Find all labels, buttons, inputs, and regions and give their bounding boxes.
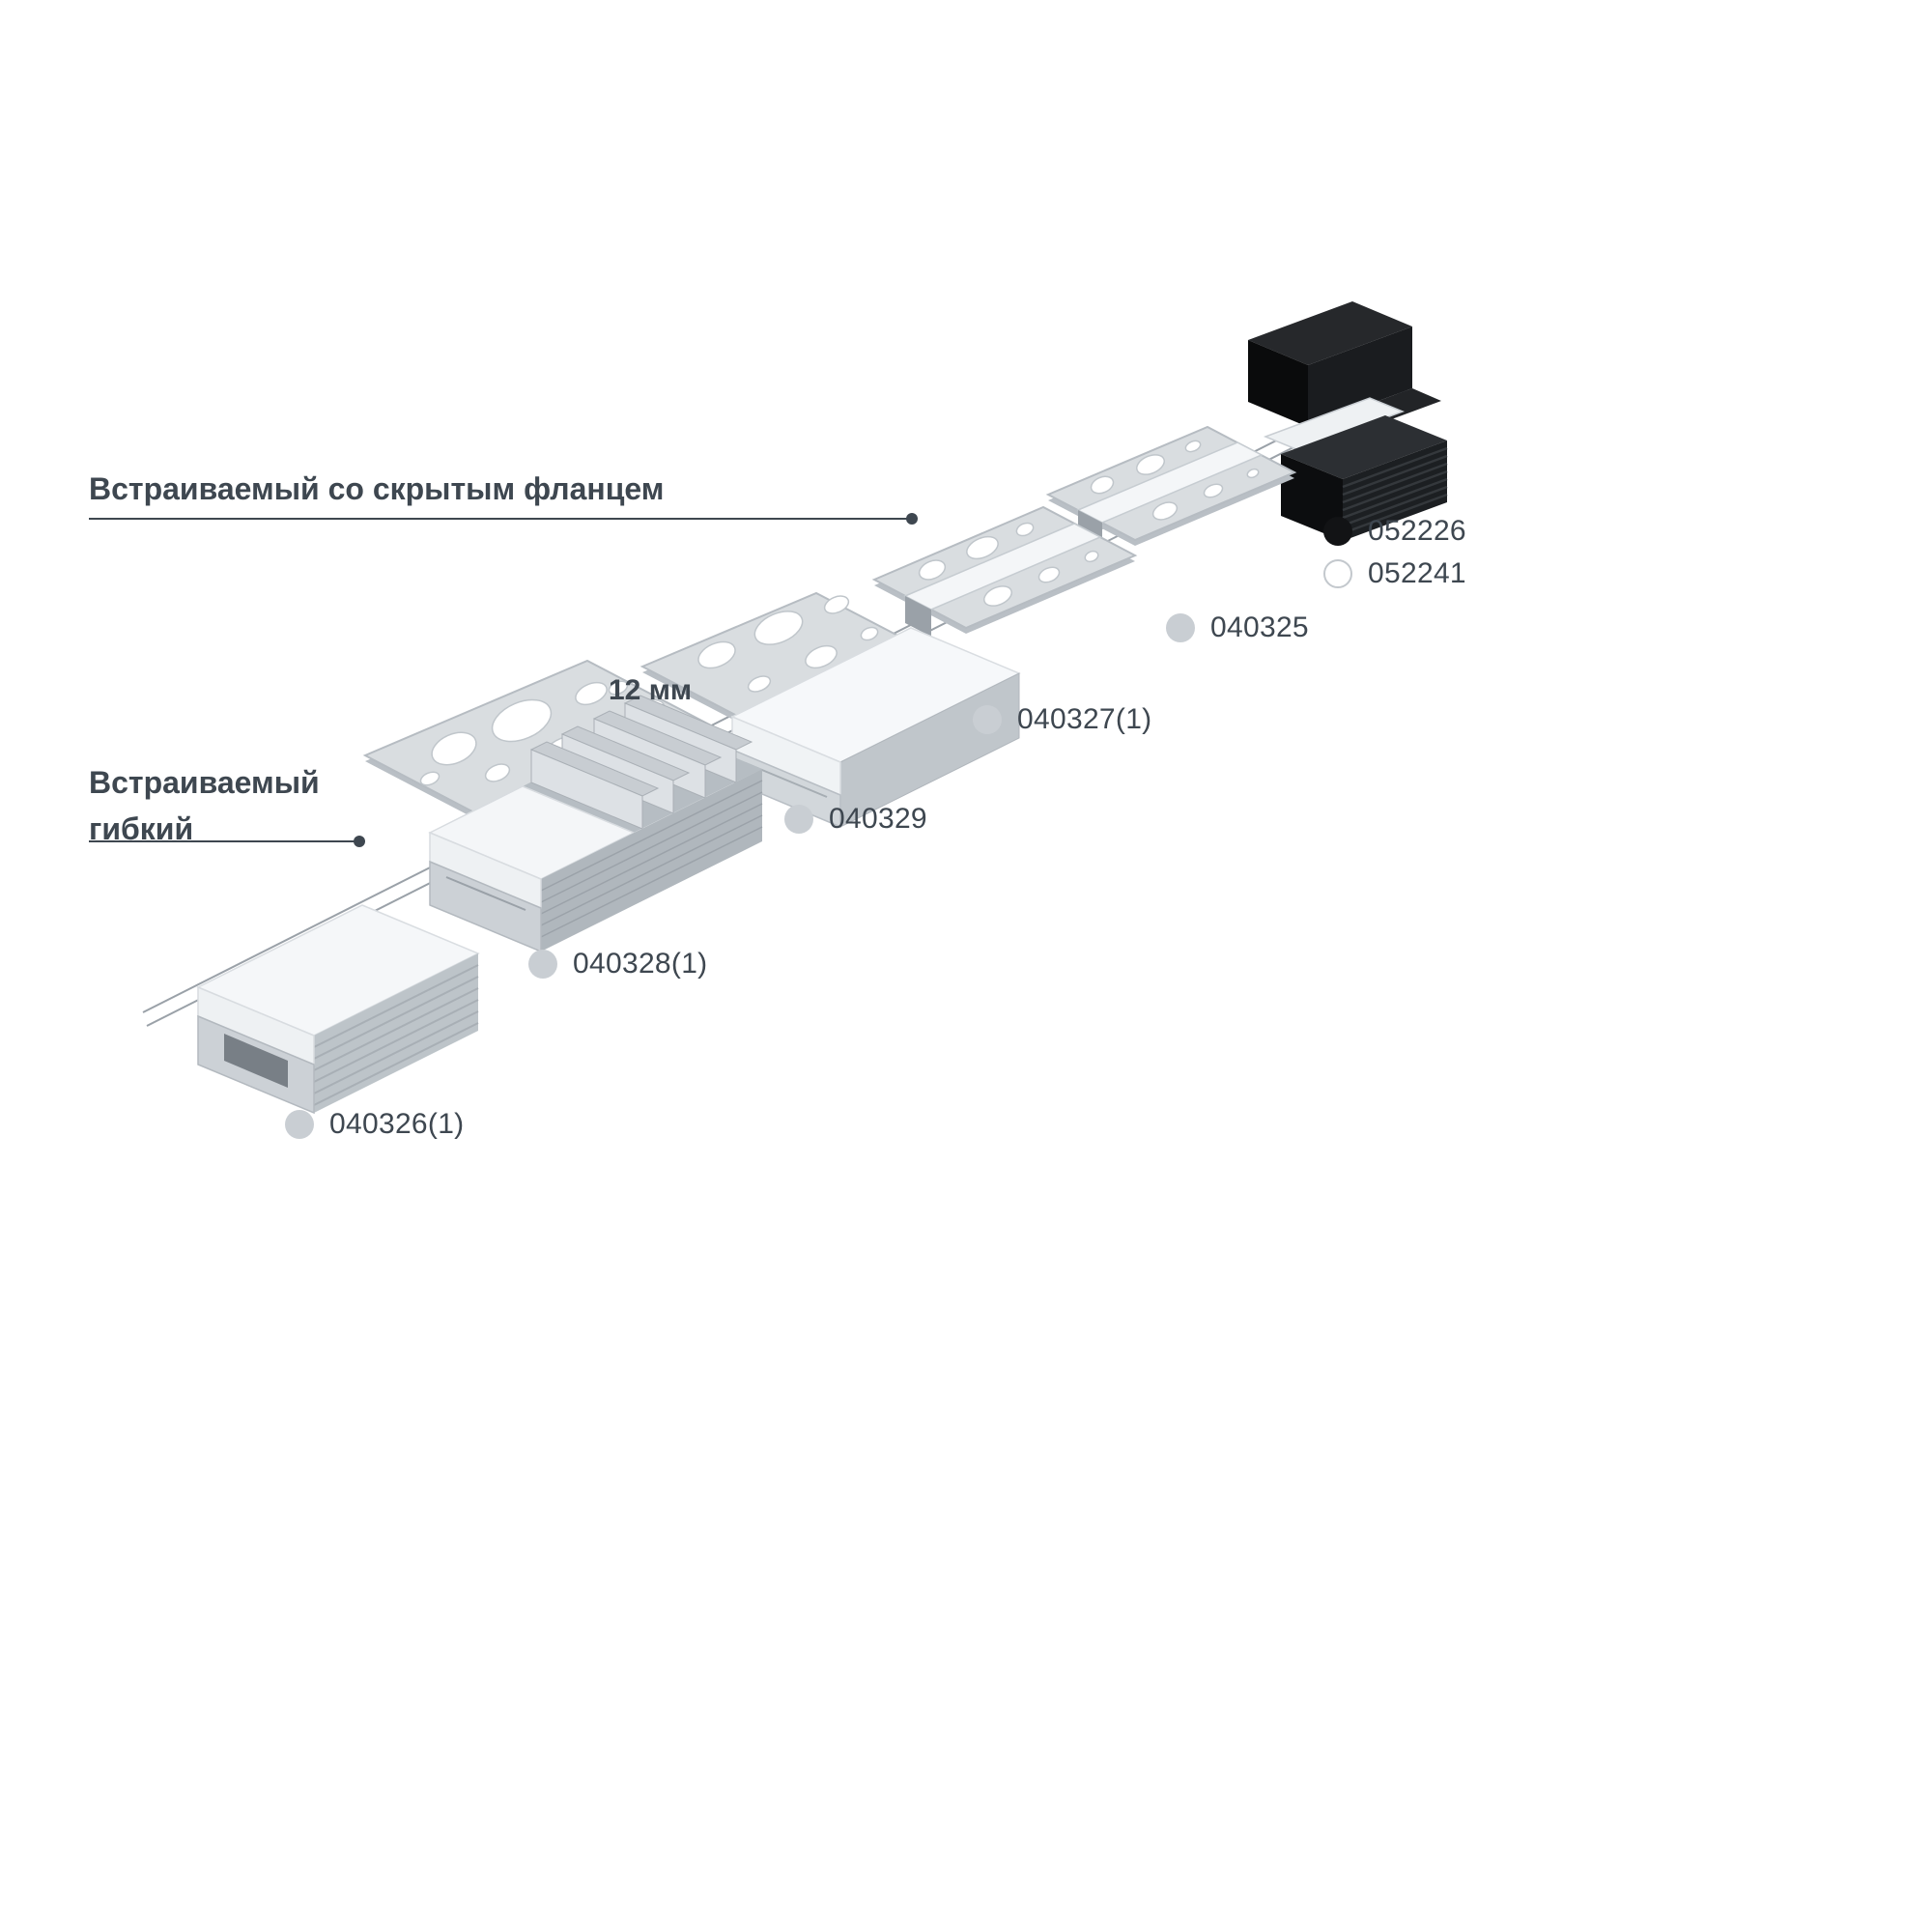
color-dot-gray-icon <box>285 1110 314 1139</box>
product-code: 040327(1) <box>1017 703 1152 735</box>
legend-item-052226: 052226 <box>1323 515 1466 547</box>
label-hidden-flange: Встраиваемый со скрытым фланцем <box>89 471 665 506</box>
profile-040327-illustration <box>871 505 1138 637</box>
heatsink-fins <box>529 695 753 830</box>
dimension-label: 12 мм <box>609 674 693 706</box>
color-dot-white-icon <box>1323 559 1352 588</box>
profile-040328-illustration <box>428 695 763 953</box>
leader-hidden-flange <box>89 513 918 525</box>
legend-item-040326: 040326(1) <box>285 1108 465 1140</box>
product-code: 052226 <box>1368 515 1466 547</box>
legend-item-040328: 040328(1) <box>528 948 708 980</box>
flange-holes <box>697 595 879 693</box>
color-dot-black-icon <box>1323 517 1352 546</box>
label-flexible-line2: гибкий <box>89 811 194 846</box>
legend-item-040329: 040329 <box>784 803 927 835</box>
profile-052226-illustration <box>1248 301 1448 541</box>
color-dot-gray-icon <box>1166 613 1195 642</box>
flange-holes <box>1090 440 1260 521</box>
flange-holes <box>918 522 1099 607</box>
profile-040326-illustration <box>196 904 480 1115</box>
label-flexible-line1: Встраиваемый <box>89 765 320 800</box>
label-flexible: Встраиваемый гибкий <box>89 759 320 852</box>
product-code: 040325 <box>1210 611 1309 643</box>
product-code: 040326(1) <box>329 1108 465 1140</box>
profile-040325-illustration <box>1045 425 1297 548</box>
legend-item-052241: 052241 <box>1323 557 1466 589</box>
leader-flexible <box>89 836 365 847</box>
color-dot-gray-icon <box>528 950 557 979</box>
legend-item-040327: 040327(1) <box>973 703 1152 735</box>
color-dot-gray-icon <box>784 805 813 834</box>
product-code: 040329 <box>829 803 927 835</box>
product-code: 052241 <box>1368 557 1466 589</box>
flange-plate-illustration <box>639 591 916 723</box>
legend-item-040325: 040325 <box>1166 611 1309 643</box>
product-code: 040328(1) <box>573 948 708 980</box>
color-dot-gray-icon <box>973 705 1002 734</box>
